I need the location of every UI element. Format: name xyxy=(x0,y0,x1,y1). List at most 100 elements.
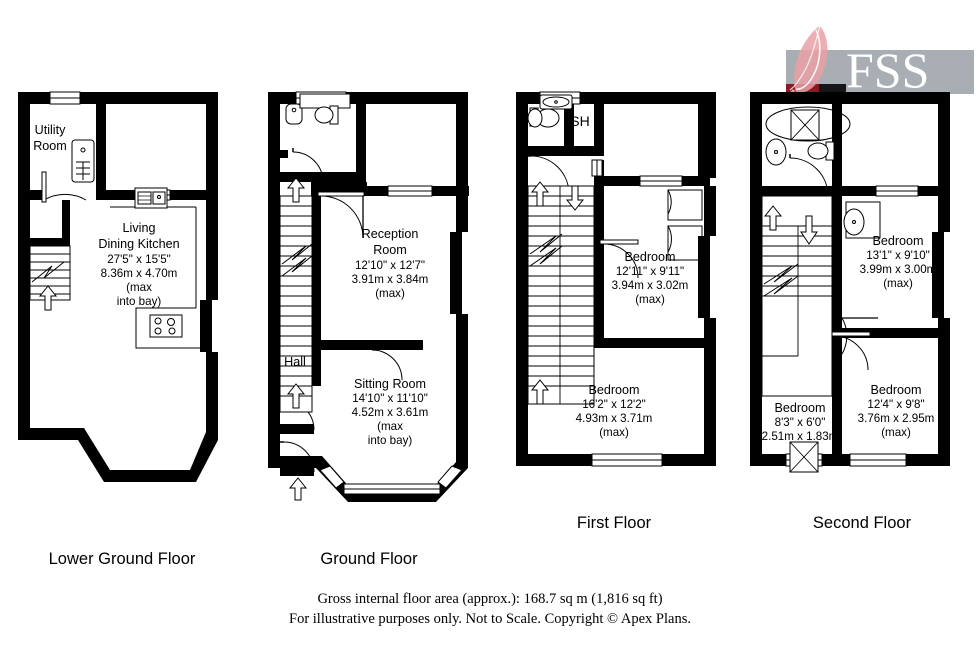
ff-window-bed2 xyxy=(591,453,663,467)
gf-wall-wc-right xyxy=(356,104,366,182)
gf-room-sitting-note1: (max xyxy=(377,420,403,433)
gf-room-hall-label: Hall xyxy=(284,355,306,369)
ff-wardrobe-upper xyxy=(667,189,703,221)
fss-logo: FSS xyxy=(784,24,974,102)
gf-wall-hall-stub1 xyxy=(280,424,314,434)
gf-door-entrance xyxy=(280,441,315,473)
ff-room-bed2-note: (max) xyxy=(599,426,629,439)
gf-room-sitting-name1: Sitting Room xyxy=(354,377,426,391)
sf-wall-corridor-right xyxy=(832,186,842,454)
lgf-room-ldk-note2: into bay) xyxy=(117,295,162,308)
lgf-staircase xyxy=(29,245,71,311)
ff-wall-sh-right xyxy=(594,104,604,156)
floor-title-ground: Ground Floor xyxy=(320,550,418,568)
footer-area-text: Gross internal floor area (approx.): 168… xyxy=(317,591,662,607)
ff-bath-tub xyxy=(539,94,573,110)
gf-wc-bath xyxy=(299,93,351,109)
gf-entry-arrow xyxy=(288,477,308,501)
sf-room-bed2-imperial: 12'4" x 9'8" xyxy=(867,398,924,411)
sf-room-bed2-note: (max) xyxy=(881,426,911,439)
gf-room-sitting-imperial: 14'10" x 11'10" xyxy=(352,392,428,405)
ff-room-bed2-name: Bedroom xyxy=(588,383,639,397)
gf-room-reception-note1: (max) xyxy=(375,287,405,300)
floor-ground: Reception Room 12'10" x 12'7" 3.91m x 3.… xyxy=(268,91,469,568)
sf-room-bed1-note: (max) xyxy=(883,277,913,290)
ff-window-side xyxy=(591,159,603,177)
footer-disclaimer-text: For illustrative purposes only. Not to S… xyxy=(289,611,691,627)
floor-title-second: Second Floor xyxy=(813,514,912,532)
sf-room-bed2-name: Bedroom xyxy=(870,383,921,397)
sf-window-bed1 xyxy=(875,185,919,197)
logo-text: FSS xyxy=(846,42,929,98)
gf-door-sitting xyxy=(371,346,403,381)
logo-svg: FSS xyxy=(784,25,974,102)
lgf-kitchen-sink xyxy=(134,187,168,209)
sf-room-bed1-imperial: 13'1" x 9'10" xyxy=(866,249,930,262)
ff-staircase xyxy=(527,181,595,405)
lgf-room-ldk-name1: Living xyxy=(123,221,156,235)
sf-room-bed1-name: Bedroom xyxy=(872,234,923,248)
sf-bed3-cupboard xyxy=(789,441,819,473)
ff-shower-label: SH xyxy=(570,113,589,129)
gf-window-reception xyxy=(387,185,433,197)
lgf-door-leaf xyxy=(41,171,47,203)
floor-second: Bedroom 13'1" x 9'10" 3.99m x 3.00m (max… xyxy=(750,92,950,532)
sf-room-bed1-metric: 3.99m x 3.00m xyxy=(860,263,937,276)
gf-wall-hall-right xyxy=(311,186,321,386)
sf-shower-cubicle xyxy=(790,109,820,141)
ff-room-bed1-imperial: 12'11" x 9'11" xyxy=(616,265,684,278)
lgf-stair-wall-b xyxy=(30,238,70,246)
ff-room-bed1-name: Bedroom xyxy=(624,250,675,264)
gf-wall-hall-stub2 xyxy=(280,466,314,476)
sf-door-bathroom xyxy=(789,154,829,197)
ff-door-bed1 xyxy=(599,239,639,279)
gf-room-reception-name2: Room xyxy=(373,243,407,257)
ff-wall-sh-left xyxy=(564,104,574,156)
ff-wall-bed2-top-b xyxy=(604,338,704,348)
sf-wall-bath-right xyxy=(832,104,842,196)
sf-toilet xyxy=(807,141,835,161)
lgf-window-top xyxy=(49,91,81,105)
ff-basin xyxy=(527,108,543,128)
ff-window-bed1 xyxy=(639,175,683,187)
lgf-kitchen-hob xyxy=(149,314,183,338)
sf-room-bed2-metric: 3.76m x 2.95m xyxy=(858,412,935,425)
lgf-room-ldk-note1: (max xyxy=(126,281,152,294)
sf-window-bed2 xyxy=(849,453,907,467)
lgf-room-ldk-name2: Dining Kitchen xyxy=(98,237,179,251)
sf-wall-bath-bottom xyxy=(762,186,842,196)
floor-title-lower-ground: Lower Ground Floor xyxy=(49,550,196,568)
ff-wardrobe-lower xyxy=(667,225,703,261)
lgf-room-utility-name2: Room xyxy=(33,139,67,153)
lgf-room-ldk-metric: 8.36m x 4.70m xyxy=(101,267,178,280)
gf-door-wc xyxy=(292,148,324,183)
gf-outer-walls xyxy=(268,92,468,502)
lgf-room-utility-name1: Utility xyxy=(35,123,66,137)
gf-bay-window xyxy=(319,465,463,495)
sf-room-bed3-imperial: 8'3" x 6'0" xyxy=(775,416,826,429)
lgf-room-ldk-imperial: 27'5" x 15'5" xyxy=(107,253,171,266)
sf-room-bed3-metric: 2.51m x 1.83m xyxy=(762,430,839,443)
lgf-wall-stub-left xyxy=(30,190,44,200)
floor-first: SH xyxy=(516,91,716,532)
ff-wall-bath-bottom xyxy=(528,146,574,156)
floor-lower-ground: Utility Room Living Dining Kitchen 27'5"… xyxy=(18,91,218,568)
ff-room-bed2-metric: 4.93m x 3.71m xyxy=(576,412,653,425)
gf-room-reception-imperial: 12'10" x 12'7" xyxy=(355,259,425,272)
gf-room-sitting-metric: 4.52m x 3.61m xyxy=(352,406,429,419)
gf-room-sitting-note2: into bay) xyxy=(368,434,413,447)
gf-wc-toilet xyxy=(314,105,339,125)
gf-room-reception-name1: Reception xyxy=(362,227,419,241)
gf-room-reception-metric: 3.91m x 3.84m xyxy=(352,273,429,286)
gf-wall-sitting-top xyxy=(311,340,423,350)
sf-bedroom-basin xyxy=(843,201,881,239)
gf-door-reception xyxy=(317,191,365,239)
ff-room-bed1-metric: 3.94m x 3.02m xyxy=(612,279,689,292)
sf-wall-bed2-top xyxy=(842,328,938,338)
ff-room-bed1-note: (max) xyxy=(635,293,665,306)
gf-wall-small-stub xyxy=(280,150,288,158)
ff-room-bed2-imperial: 16'2" x 12'2" xyxy=(582,398,646,411)
lgf-stair-wall-c xyxy=(62,200,70,246)
